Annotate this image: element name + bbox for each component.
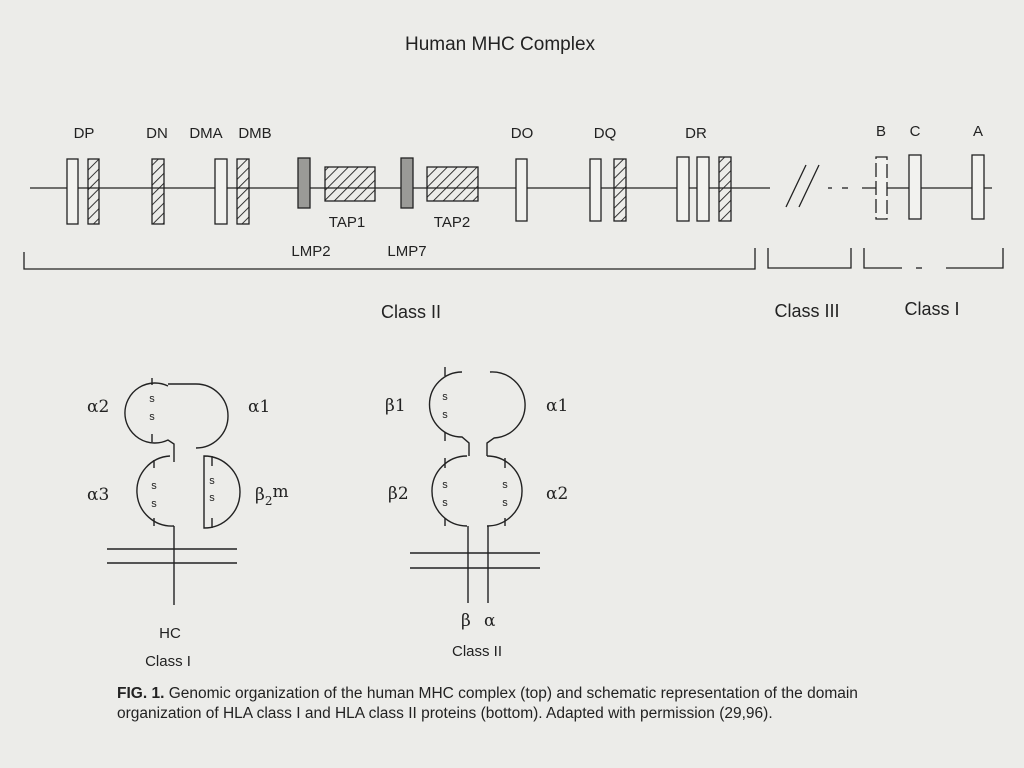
gene-label-dp: DP — [74, 125, 95, 142]
diagram-title: Human MHC Complex — [405, 34, 596, 55]
label-class2-alpha2: α2 — [546, 484, 568, 504]
label-class1-alpha3: α3 — [87, 485, 109, 505]
label-class2-beta-chain: β — [461, 611, 471, 631]
region-label-class2: Class II — [381, 302, 441, 322]
figure-number: FIG. 1. — [117, 685, 165, 702]
disulfide-label: s — [209, 492, 215, 504]
gene-label-lmp7: LMP7 — [387, 243, 426, 260]
bracket-class3 — [767, 248, 852, 269]
gene-box-tap1 — [324, 166, 376, 202]
gene-box-dma — [214, 158, 228, 225]
domain-alpha3 — [136, 455, 175, 527]
gene-label-dr: DR — [685, 125, 707, 142]
disulfide-label: s — [151, 498, 157, 510]
region-label-class1: Class I — [904, 299, 959, 319]
class1-protein: s s s s s s α2 α1 α3 β2m HC Class I — [87, 378, 289, 670]
region-label-class3: Class III — [774, 301, 839, 321]
disulfide-label: s — [151, 480, 157, 492]
domain-beta2m — [203, 455, 241, 529]
figure-caption: FIG. 1. Genomic organization of the huma… — [117, 684, 932, 724]
gene-box-dr-a — [676, 156, 690, 222]
disulfide-label: s — [442, 409, 448, 421]
domain-alpha1 — [486, 371, 526, 456]
gene-box-c — [908, 154, 922, 220]
bracket-class1-end — [946, 248, 1004, 269]
gene-box-dn — [151, 158, 165, 225]
gene-label-lmp2: LMP2 — [291, 243, 330, 260]
gene-label-dmb: DMB — [238, 125, 271, 142]
gene-box-do — [515, 158, 528, 222]
gene-box-dp-a — [66, 158, 79, 225]
disulfide-label: s — [442, 391, 448, 403]
domain-beta1 — [428, 371, 470, 456]
class2-protein: s s s s s s β1 α1 β2 α2 β α Class II — [385, 367, 568, 660]
gene-label-tap2: TAP2 — [434, 214, 470, 231]
gene-box-dr-b — [696, 156, 710, 222]
label-class1-chain: HC — [159, 625, 181, 642]
gene-box-dp-b — [87, 158, 100, 225]
gene-label-c: C — [910, 123, 921, 140]
bracket-class1 — [863, 248, 902, 269]
gene-label-a: A — [973, 123, 983, 140]
label-class2-alpha-chain: α — [484, 611, 496, 631]
label-class2-beta1: β1 — [385, 396, 406, 416]
label-class1-beta2m: β2m — [255, 482, 289, 508]
disulfide-label: s — [442, 497, 448, 509]
label-class2-protein: Class II — [452, 643, 502, 660]
gene-box-dq-b — [613, 158, 627, 222]
disulfide-label: s — [442, 479, 448, 491]
domain-alpha2 — [124, 382, 175, 462]
chromosome-line — [30, 164, 992, 208]
disulfide-label: s — [149, 411, 155, 423]
gene-label-tap1: TAP1 — [329, 214, 365, 231]
gene-box-lmp2 — [297, 157, 311, 209]
label-class1-alpha1: α1 — [248, 397, 270, 417]
gene-label-dn: DN — [146, 125, 168, 142]
domain-beta2 — [431, 455, 468, 527]
label-class1-alpha2: α2 — [87, 397, 109, 417]
disulfide-label: s — [209, 475, 215, 487]
figure-caption-text: Genomic organization of the human MHC co… — [117, 685, 858, 722]
disulfide-label: s — [502, 497, 508, 509]
disulfide-label: s — [502, 479, 508, 491]
gene-box-dmb — [236, 158, 250, 225]
gene-box-lmp7 — [400, 157, 414, 209]
gene-label-dma: DMA — [189, 125, 222, 142]
disulfide-label: s — [149, 393, 155, 405]
gene-box-dq-a — [589, 158, 602, 222]
label-class2-alpha1: α1 — [546, 396, 568, 416]
label-class1-protein: Class I — [145, 653, 191, 670]
gene-box-b — [875, 156, 888, 220]
gene-box-dr-c — [718, 156, 732, 222]
gene-label-dq: DQ — [594, 125, 617, 142]
label-class2-beta2: β2 — [388, 484, 409, 504]
domain-alpha2 — [486, 455, 523, 527]
bracket-class2 — [23, 248, 756, 270]
gene-box-a — [971, 154, 985, 220]
gene-box-tap2 — [426, 166, 479, 202]
domain-alpha1 — [195, 383, 229, 449]
gene-label-b: B — [876, 123, 886, 140]
gene-label-do: DO — [511, 125, 534, 142]
